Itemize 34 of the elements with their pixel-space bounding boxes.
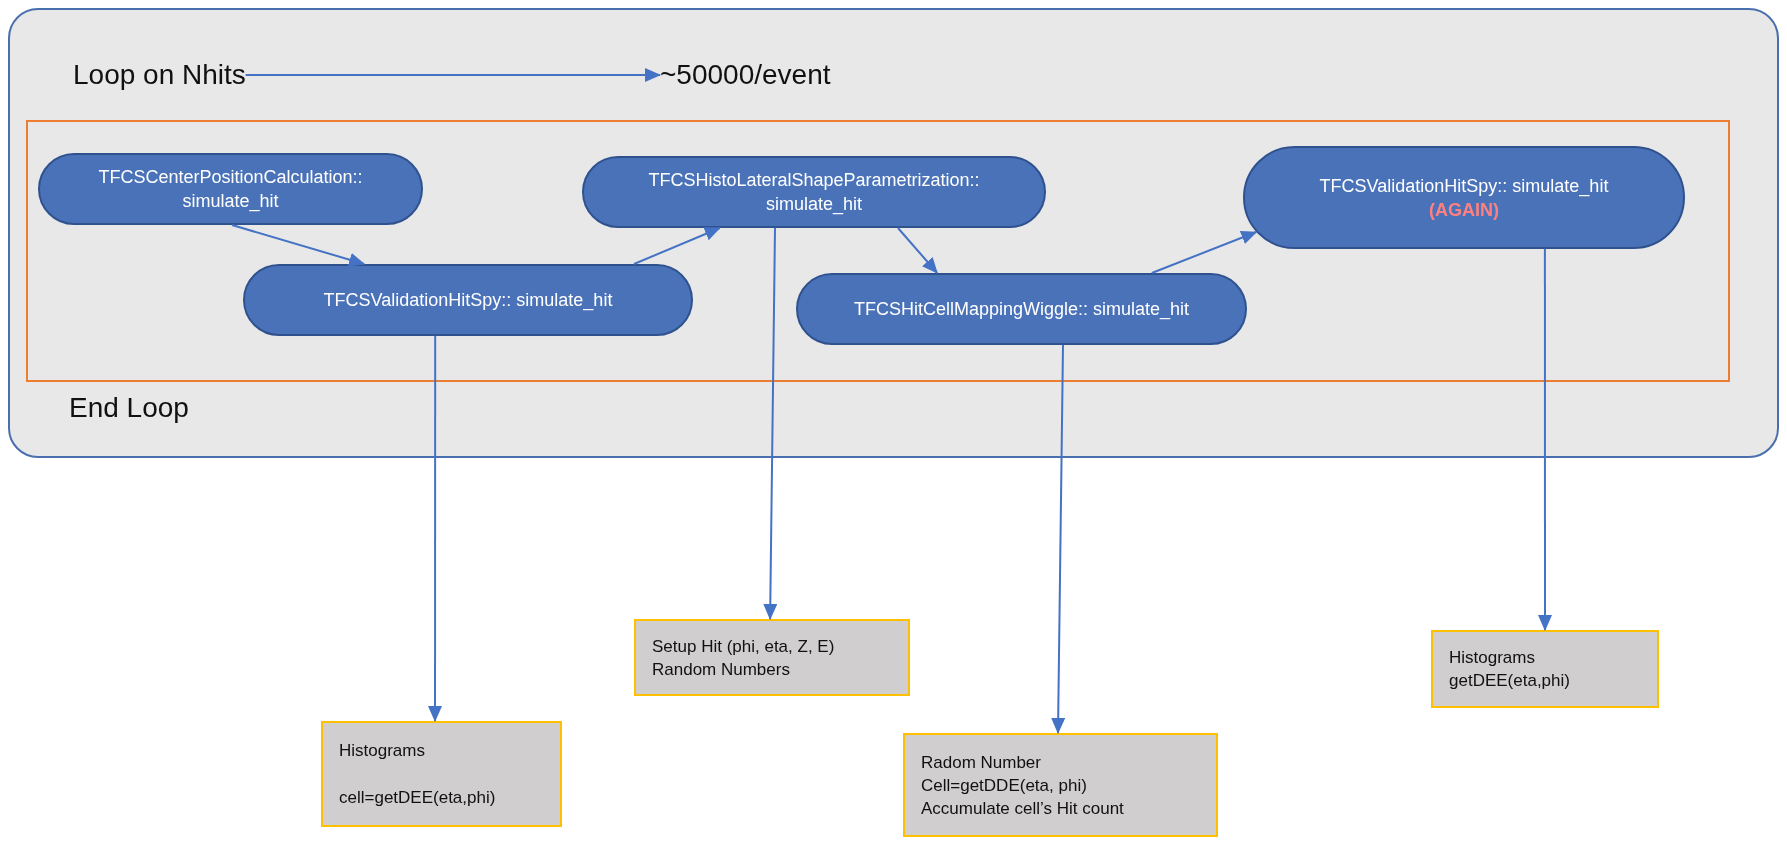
method-text: TFCSHitCellMappingWiggle:: simulate_hit [853,298,1190,321]
arrow [428,334,442,722]
method-text: TFCSValidationHitSpy:: simulate_hit [1319,174,1609,198]
note-text: (AGAIN) [1429,198,1499,222]
arrow [633,227,721,265]
method-text: TFCSCenterPositionCalculation:: simulate_hit [97,166,364,213]
method-text: TFCSHistoLateralShapeParametrization:: simulate_hit [647,169,981,216]
note-text: Accumulate cell’s Hit count [921,797,1124,820]
loop-container [8,8,1779,458]
loop-end-label: End Loop [69,392,189,424]
note-text: Radom Number [921,751,1041,774]
loop-frame [26,120,1730,382]
process-pill [1243,146,1685,249]
note-box [1431,630,1659,708]
arrow [763,226,778,620]
note-text: Setup Hit (phi, eta, Z, E) [652,635,835,658]
arrow [1051,343,1066,734]
arrow [1150,230,1258,274]
note-text: getDEE(eta,phi) [1449,670,1570,692]
note-box [321,721,562,827]
note-text: cell=getDEE(eta,phi) [339,787,496,809]
arrow [231,224,366,267]
loop-heading: Loop on Nhits [73,55,246,95]
note-text: Random Numbers [652,658,790,681]
note-text: Cell=getDDE(eta, phi) [921,774,1087,797]
arrow [897,227,939,274]
arrow [244,68,661,82]
note-box [903,733,1218,837]
note-text: Histograms [1449,647,1535,669]
rate-text: ~50000/event [660,55,831,95]
note-box [634,619,910,696]
arrow [1538,247,1552,631]
note-text: Histograms [339,740,425,762]
method-text: TFCSValidationHitSpy:: simulate_hit [323,289,613,312]
